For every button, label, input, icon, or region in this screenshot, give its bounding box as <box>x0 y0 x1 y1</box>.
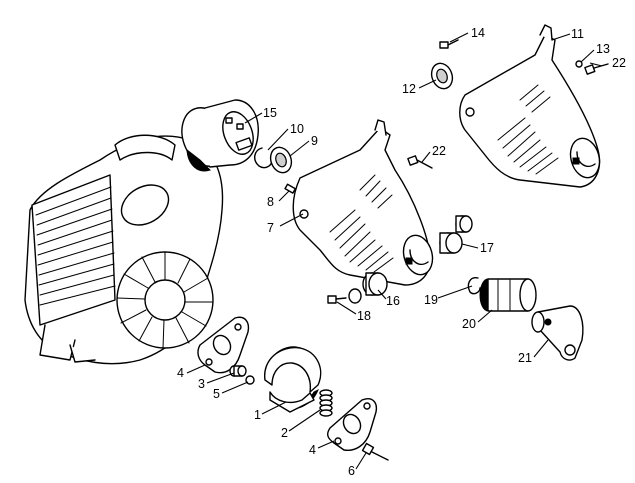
callout-4-upper: 4 <box>177 366 184 380</box>
drive-sleeve <box>479 278 537 312</box>
callout-1: 1 <box>254 408 261 422</box>
bushings-17 <box>439 215 473 254</box>
circlip <box>254 147 273 169</box>
callout-14: 14 <box>471 26 485 40</box>
ball-bearing <box>269 146 293 174</box>
callout-8: 8 <box>267 195 274 209</box>
spring <box>319 389 333 417</box>
circlip-19 <box>467 277 481 295</box>
callout-20: 20 <box>462 317 476 331</box>
callout-9: 9 <box>311 134 318 148</box>
callout-15: 15 <box>263 106 277 120</box>
callout-18: 18 <box>357 309 371 323</box>
screw-22-middle <box>407 155 433 169</box>
pin <box>284 183 297 194</box>
callout-6: 6 <box>348 464 355 478</box>
bushing-16 <box>348 272 388 304</box>
screw-22-top <box>584 63 609 75</box>
callout-5: 5 <box>213 387 220 401</box>
callout-22-middle: 22 <box>432 144 446 158</box>
screw-18 <box>327 295 347 304</box>
clutch-housing <box>292 119 434 286</box>
callout-4-lower: 4 <box>309 443 316 457</box>
carrier-plate-upper <box>197 316 250 374</box>
washer-13 <box>575 60 583 68</box>
shaft-clamp <box>531 305 584 361</box>
callout-17: 17 <box>480 241 494 255</box>
bearing-12 <box>430 62 454 90</box>
flywheel-fan <box>116 251 214 349</box>
callout-21: 21 <box>518 351 532 365</box>
callout-16: 16 <box>386 294 400 308</box>
callout-11: 11 <box>571 27 584 41</box>
callout-13: 13 <box>596 42 610 56</box>
carrier-plate-lower <box>326 398 378 452</box>
cooling-fins <box>31 174 116 326</box>
engine-housing <box>24 134 224 365</box>
callout-3: 3 <box>198 377 205 391</box>
callout-7: 7 <box>267 221 274 235</box>
callout-10: 10 <box>290 122 304 136</box>
screw-14 <box>439 39 459 49</box>
callout-12: 12 <box>402 82 416 96</box>
callout-19: 19 <box>424 293 438 307</box>
callout-22-top: 22 <box>612 56 626 70</box>
clutch-shoe <box>264 346 322 413</box>
sleeve-3 <box>229 365 247 377</box>
callout-2: 2 <box>281 426 288 440</box>
screw-6 <box>361 442 389 461</box>
callout-labels: 14 11 13 22 12 15 10 9 22 8 7 17 16 18 1… <box>177 26 626 478</box>
leader-lines <box>186 32 603 470</box>
gear-housing <box>459 24 601 188</box>
